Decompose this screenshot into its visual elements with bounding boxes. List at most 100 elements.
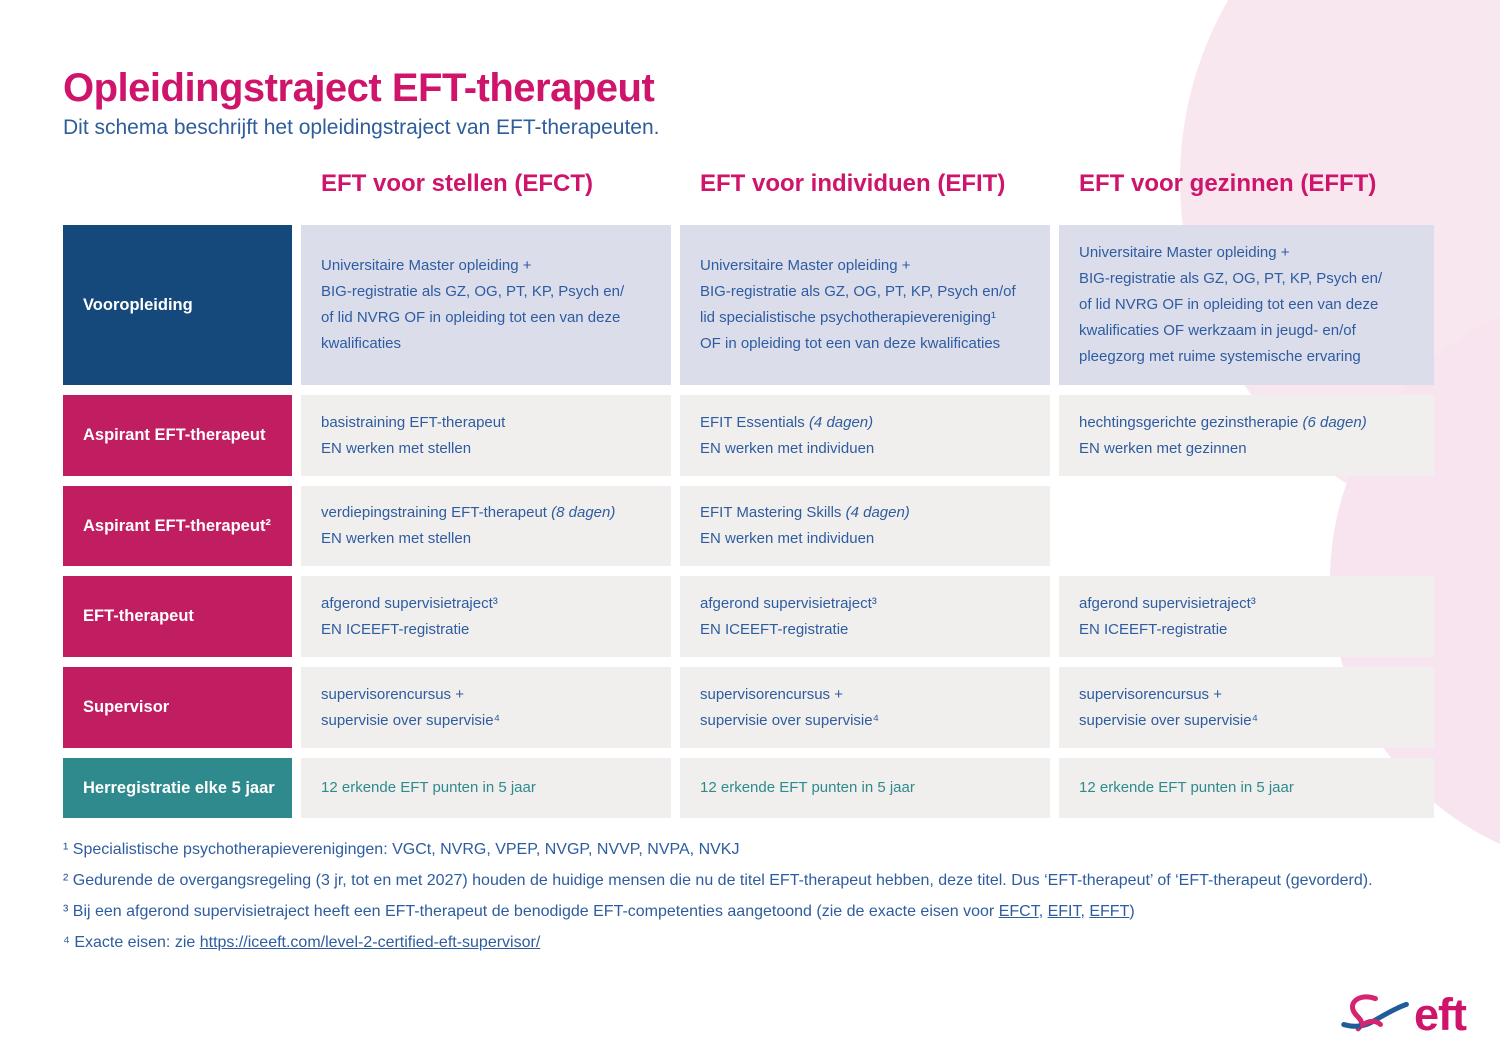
table-cell: supervisorencursus +supervisie over supe…	[1059, 667, 1434, 748]
text-segment: EN ICEEFT-registratie	[1079, 620, 1228, 638]
cell-line: supervisorencursus +	[1079, 682, 1428, 708]
table-cell: hechtingsgerichte gezinstherapie (6 dage…	[1059, 395, 1434, 476]
footnote-link[interactable]: https://iceeft.com/level-2-certified-eft…	[199, 934, 541, 951]
text-segment: BIG-registratie als GZ, OG, PT, KP, Psyc…	[1079, 270, 1383, 287]
text-segment: afgerond supervisietraject³	[321, 594, 498, 612]
text-segment: supervisie over supervisie⁴	[321, 711, 501, 729]
text-segment: lid specialistische psychotherapievereni…	[700, 309, 996, 326]
text-segment: ² Gedurende de overgangsregeling (3 jr, …	[63, 872, 1373, 889]
table-cell: afgerond supervisietraject³ EN ICEEFT-reg…	[301, 576, 671, 657]
row-header: Herregistratie elke 5 jaar	[63, 758, 292, 818]
text-segment: EN werken met stellen	[321, 530, 472, 547]
text-segment: (4 dagen)	[808, 413, 874, 431]
cell-line: basistraining EFT-therapeut	[321, 410, 665, 436]
row-header: Supervisor	[63, 667, 292, 748]
table-cell: 12 erkende EFT punten in 5 jaar	[301, 758, 671, 818]
cell-line: EN werken met individuen	[700, 436, 1044, 462]
text-segment: ,	[1038, 903, 1048, 920]
eft-logo-knot-icon	[1341, 994, 1409, 1032]
row-header: Vooropleiding	[63, 225, 292, 385]
text-segment: kwalificaties OF werkzaam in jeugd- en/o…	[1079, 322, 1356, 339]
text-segment: (6 dagen)	[1302, 413, 1367, 431]
text-segment: of lid NVRG OF in opleiding tot een van …	[321, 309, 621, 326]
cell-line: EN werken met stellen	[321, 526, 665, 552]
column-header: EFT voor gezinnen (EFFT)	[1079, 170, 1377, 197]
text-segment: Universitaire Master opleiding +	[321, 257, 532, 274]
cell-line: OF in opleiding tot een van deze kwalifi…	[700, 331, 1044, 357]
text-segment: 12 erkende EFT punten in 5 jaar	[1079, 779, 1294, 796]
text-segment: kwalificaties	[321, 335, 402, 352]
page-title: Opleidingstraject EFT-therapeut	[63, 66, 655, 110]
cell-line: supervisie over supervisie⁴	[1079, 708, 1428, 734]
table-cell: supervisorencursus + supervisie over supe…	[680, 667, 1050, 748]
text-segment: EFIT Essentials	[700, 413, 809, 431]
footnote: ³ Bij een afgerond supervisietraject hee…	[63, 902, 1373, 921]
text-segment: ,	[1080, 903, 1090, 920]
cell-line: verdiepingstraining EFT-therapeut (8 dag…	[321, 500, 665, 526]
row-header: EFT-therapeut	[63, 576, 292, 657]
table-cell: 12 erkende EFT punten in 5 jaar	[1059, 758, 1434, 818]
cell-line: BIG-registratie als GZ, OG, PT, KP, Psyc…	[1079, 266, 1428, 292]
footnote: ² Gedurende de overgangsregeling (3 jr, …	[63, 871, 1373, 890]
text-segment: supervisorencursus +	[700, 685, 843, 703]
cell-line: pleegzorg met ruime systemische ervaring	[1079, 344, 1428, 370]
cell-line: afgerond supervisietraject³	[321, 591, 665, 617]
cell-line: EN werken met stellen	[321, 436, 665, 462]
cell-line: hechtingsgerichte gezinstherapie (6 dage…	[1079, 410, 1428, 436]
text-segment: afgerond supervisietraject³	[1079, 594, 1256, 612]
cell-line: 12 erkende EFT punten in 5 jaar	[700, 775, 1044, 801]
column-header: EFT voor stellen (EFCT)	[321, 170, 594, 197]
cell-line: supervisie over supervisie⁴	[321, 708, 665, 734]
cell-line: of lid NVRG OF in opleiding tot een van …	[321, 305, 665, 331]
footnote-link[interactable]: EFIT	[1047, 903, 1081, 920]
cell-line: 12 erkende EFT punten in 5 jaar	[321, 775, 665, 801]
table-cell: Universitaire Master opleiding + BIG-regi…	[301, 225, 671, 385]
text-segment: of lid NVRG OF in opleiding tot een van …	[1079, 296, 1379, 313]
cell-line: afgerond supervisietraject³	[700, 591, 1044, 617]
cell-line: kwalificaties	[321, 331, 665, 357]
table-cell-empty	[1059, 486, 1434, 566]
cell-line: EN ICEEFT-registratie	[1079, 617, 1428, 643]
cell-line: kwalificaties OF werkzaam in jeugd- en/o…	[1079, 318, 1428, 344]
eft-logo: eft	[1338, 989, 1467, 1040]
text-segment: EN ICEEFT-registratie	[321, 620, 470, 638]
cell-line: 12 erkende EFT punten in 5 jaar	[1079, 775, 1428, 801]
table-cell: verdiepingstraining EFT-therapeut (8 dag…	[301, 486, 671, 566]
text-segment: EN werken met gezinnen	[1079, 439, 1247, 457]
text-segment: basistraining EFT-therapeut	[321, 413, 506, 431]
footnote-link[interactable]: EFCT	[998, 903, 1039, 920]
text-segment: pleegzorg met ruime systemische ervaring	[1079, 348, 1361, 365]
footnote-link[interactable]: EFFT	[1089, 903, 1130, 920]
text-segment: verdiepingstraining EFT-therapeut	[321, 504, 552, 521]
cell-line: EFIT Mastering Skills (4 dagen)	[700, 500, 1044, 526]
text-segment: supervisorencursus +	[321, 685, 464, 703]
cell-line: EN werken met individuen	[700, 526, 1044, 552]
cell-line: afgerond supervisietraject³	[1079, 591, 1428, 617]
eft-logo-text: eft	[1414, 989, 1467, 1040]
table-cell: Universitaire Master opleiding + BIG-regi…	[1059, 225, 1434, 385]
table-row: Herregistratie elke 5 jaar 12 erkende EFT…	[63, 758, 1434, 818]
row-header: Aspirant EFT-therapeut²	[63, 486, 292, 566]
table-cell: basistraining EFT-therapeut EN werken met…	[301, 395, 671, 476]
text-segment: BIG-registratie als GZ, OG, PT, KP, Psyc…	[321, 283, 625, 300]
table-row: Aspirant EFT-therapeut² verdiepingstraini…	[63, 486, 1434, 566]
cell-line: EN ICEEFT-registratie	[700, 617, 1044, 643]
text-segment: Universitaire Master opleiding +	[1079, 244, 1290, 261]
text-segment: BIG-registratie als GZ, OG, PT, KP, Psyc…	[700, 283, 1016, 300]
column-headers: EFT voor stellen (EFCT) EFT voor individu…	[292, 170, 1434, 198]
footnote: ¹ Specialistische psychotherapieverenigi…	[63, 840, 1373, 859]
column-header: EFT voor individuen (EFIT)	[700, 170, 1006, 197]
footnotes: ¹ Specialistische psychotherapieverenigi…	[63, 840, 1373, 964]
text-segment: EN werken met individuen	[700, 530, 875, 547]
text-segment: (8 dagen)	[551, 504, 616, 521]
text-segment: ¹ Specialistische psychotherapieverenigi…	[63, 841, 740, 858]
row-header: Aspirant EFT-therapeut	[63, 395, 292, 476]
text-segment: supervisie over supervisie⁴	[700, 711, 880, 729]
cell-line: supervisorencursus +	[321, 682, 665, 708]
